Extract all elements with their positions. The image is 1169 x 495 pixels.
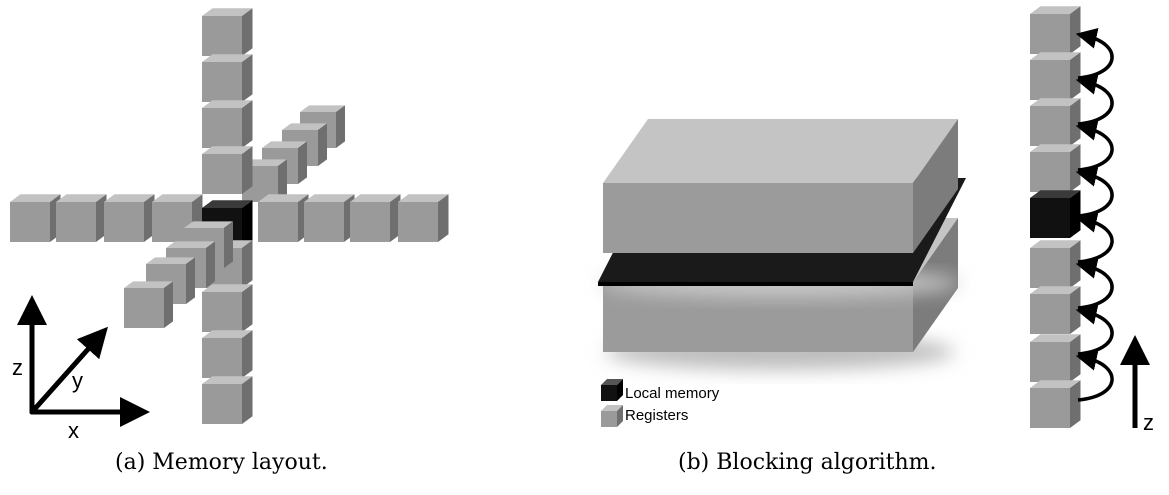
left-x-cube (56, 194, 107, 242)
legend-registers-swatch (601, 405, 623, 427)
right-x-cube (398, 194, 449, 242)
stencil-cubes-back (10, 8, 449, 248)
left-x-cube (10, 194, 61, 242)
loop-arrow (1075, 350, 1114, 402)
register-cube (1030, 286, 1081, 334)
streaming-arrows (1075, 28, 1114, 402)
blocking-algorithm-diagram: Local memory Registers z (598, 6, 1154, 435)
register-cube (1030, 98, 1081, 146)
register-cube (1030, 6, 1081, 55)
register-cube (1030, 334, 1081, 382)
upper-z-cube (202, 146, 253, 194)
legend-local-memory-swatch (601, 379, 623, 401)
legend-registers-label: Registers (625, 407, 688, 424)
right-x-cube (350, 194, 401, 242)
axis-label-z: z (12, 355, 23, 380)
legend: Local memory Registers (601, 379, 720, 427)
upper-z-cube (202, 100, 253, 148)
loop-arrow (1075, 28, 1114, 80)
register-column (1030, 6, 1081, 428)
front-y-cube (124, 281, 173, 328)
lower-z-cube (202, 330, 253, 378)
top-slab (603, 119, 958, 253)
register-cube (1030, 380, 1081, 428)
axes-indicator (17, 295, 150, 427)
right-x-cube (258, 194, 309, 242)
local-memory-cube (1030, 190, 1081, 238)
axis-label-y: y (72, 368, 83, 393)
memory-layout-diagram: z y x (10, 8, 449, 443)
caption-memory-layout: (a) Memory layout. (115, 450, 328, 475)
stencil-cubes-front (124, 221, 253, 424)
y-axis-arrow (29, 326, 108, 415)
loop-arrow (1075, 212, 1114, 264)
upper-z-cube (202, 54, 253, 102)
register-cube (1030, 240, 1081, 288)
right-x-cube (304, 194, 355, 242)
caption-blocking-algorithm: (b) Blocking algorithm. (678, 450, 937, 475)
loop-arrow (1075, 304, 1114, 356)
loop-arrow (1075, 120, 1114, 172)
loop-arrow (1075, 258, 1114, 310)
left-x-cube (104, 194, 155, 242)
legend-local-memory-label: Local memory (625, 385, 720, 402)
upper-z-cube (202, 8, 253, 57)
register-cube (1030, 144, 1081, 192)
lower-z-cube (202, 284, 253, 332)
loop-arrow (1075, 166, 1114, 218)
z-direction-label: z (1143, 410, 1154, 435)
lower-z-cube (202, 376, 253, 424)
register-cube (1030, 52, 1081, 100)
axis-label-x: x (68, 418, 79, 443)
loop-arrow (1075, 74, 1114, 126)
